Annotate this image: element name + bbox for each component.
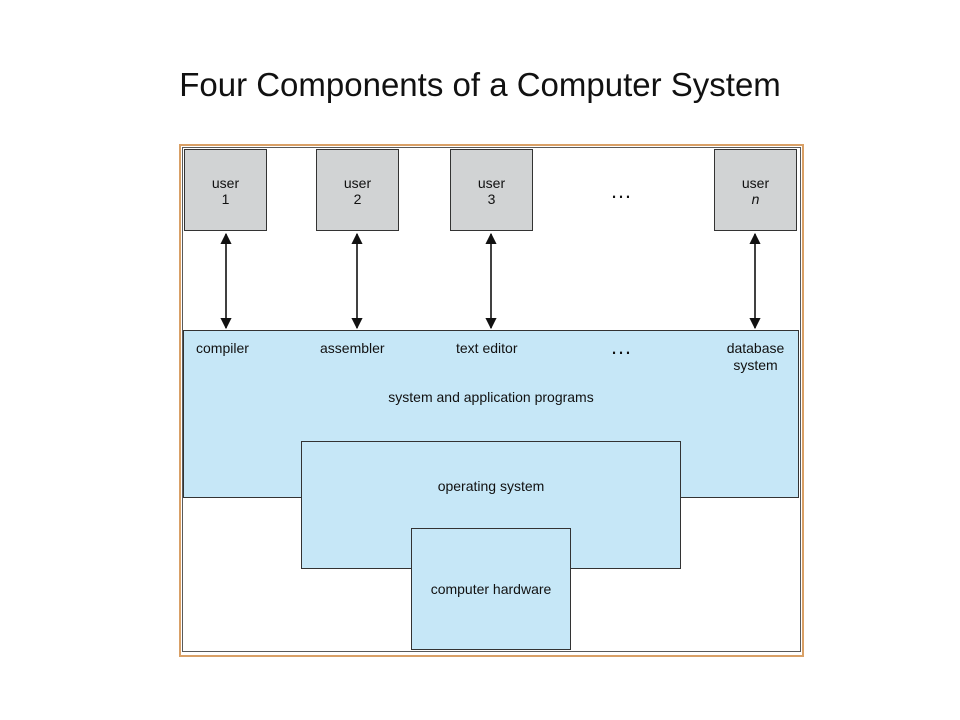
diagram-inner-frame (182, 147, 801, 652)
user-word: user (343, 175, 372, 191)
user-box-1: user 1 (184, 149, 267, 231)
programs-ellipsis: … (610, 334, 634, 359)
user-number: 3 (487, 191, 496, 207)
hardware-layer-label: computer hardware (430, 581, 552, 597)
user-box-3: user 3 (450, 149, 533, 231)
hardware-layer (411, 528, 571, 650)
user-box-n: user n (714, 149, 797, 231)
program-compiler: compiler (196, 340, 249, 356)
user-word: user (741, 175, 770, 191)
user-word: user (211, 175, 240, 191)
program-assembler: assembler (320, 340, 385, 356)
program-text-editor: text editor (456, 340, 518, 356)
os-layer-label: operating system (437, 478, 545, 494)
program-database-system: database system (726, 340, 785, 373)
user-box-2: user 2 (316, 149, 399, 231)
programs-layer-label: system and application programs (388, 389, 594, 405)
page-title: Four Components of a Computer System (179, 66, 781, 103)
users-ellipsis: … (610, 178, 634, 203)
user-number: 1 (221, 191, 230, 207)
user-number: n (751, 191, 760, 207)
user-number: 2 (353, 191, 362, 207)
user-word: user (477, 175, 506, 191)
